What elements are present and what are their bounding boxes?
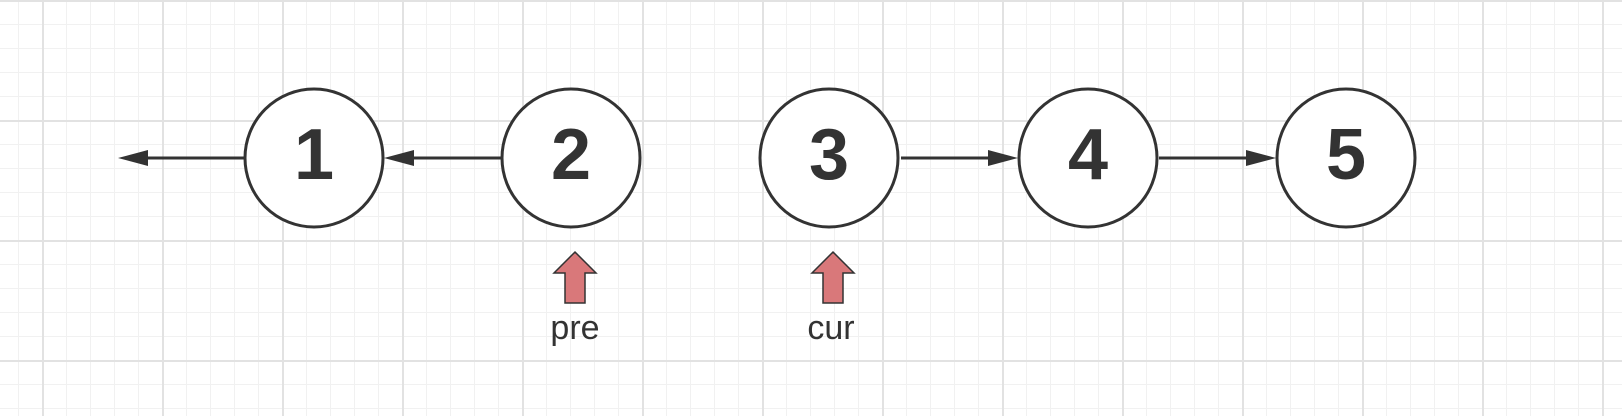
node-4: 4 xyxy=(1017,87,1159,229)
edge-arrowhead xyxy=(1246,150,1276,166)
node-label: 2 xyxy=(551,115,591,195)
node-label: 1 xyxy=(294,115,334,195)
edge-arrowhead xyxy=(988,150,1018,166)
edge-2-to-1 xyxy=(384,150,501,166)
node-circle xyxy=(500,87,642,229)
up-arrow-icon xyxy=(552,250,598,304)
pointer-label-cur: cur xyxy=(807,309,854,347)
node-1: 1 xyxy=(243,87,385,229)
node-circle xyxy=(243,87,385,229)
node-circle xyxy=(1275,87,1417,229)
edge-4-to-5 xyxy=(1159,150,1276,166)
node-label: 4 xyxy=(1068,115,1108,195)
node-label: 3 xyxy=(809,115,849,195)
pointer-label-pre: pre xyxy=(550,309,599,347)
pointer-pre: pre xyxy=(550,250,600,347)
node-2: 2 xyxy=(500,87,642,229)
edge-3-to-4 xyxy=(901,150,1018,166)
node-5: 5 xyxy=(1275,87,1417,229)
up-arrow-icon xyxy=(810,250,856,304)
node-label: 5 xyxy=(1326,115,1366,195)
node-3: 3 xyxy=(758,87,900,229)
pointer-cur: cur xyxy=(807,250,856,347)
edge-arrowhead xyxy=(384,150,414,166)
node-circle xyxy=(1017,87,1159,229)
node-circle xyxy=(758,87,900,229)
edge-arrowhead xyxy=(118,150,148,166)
edge-1-to-null xyxy=(118,150,244,166)
